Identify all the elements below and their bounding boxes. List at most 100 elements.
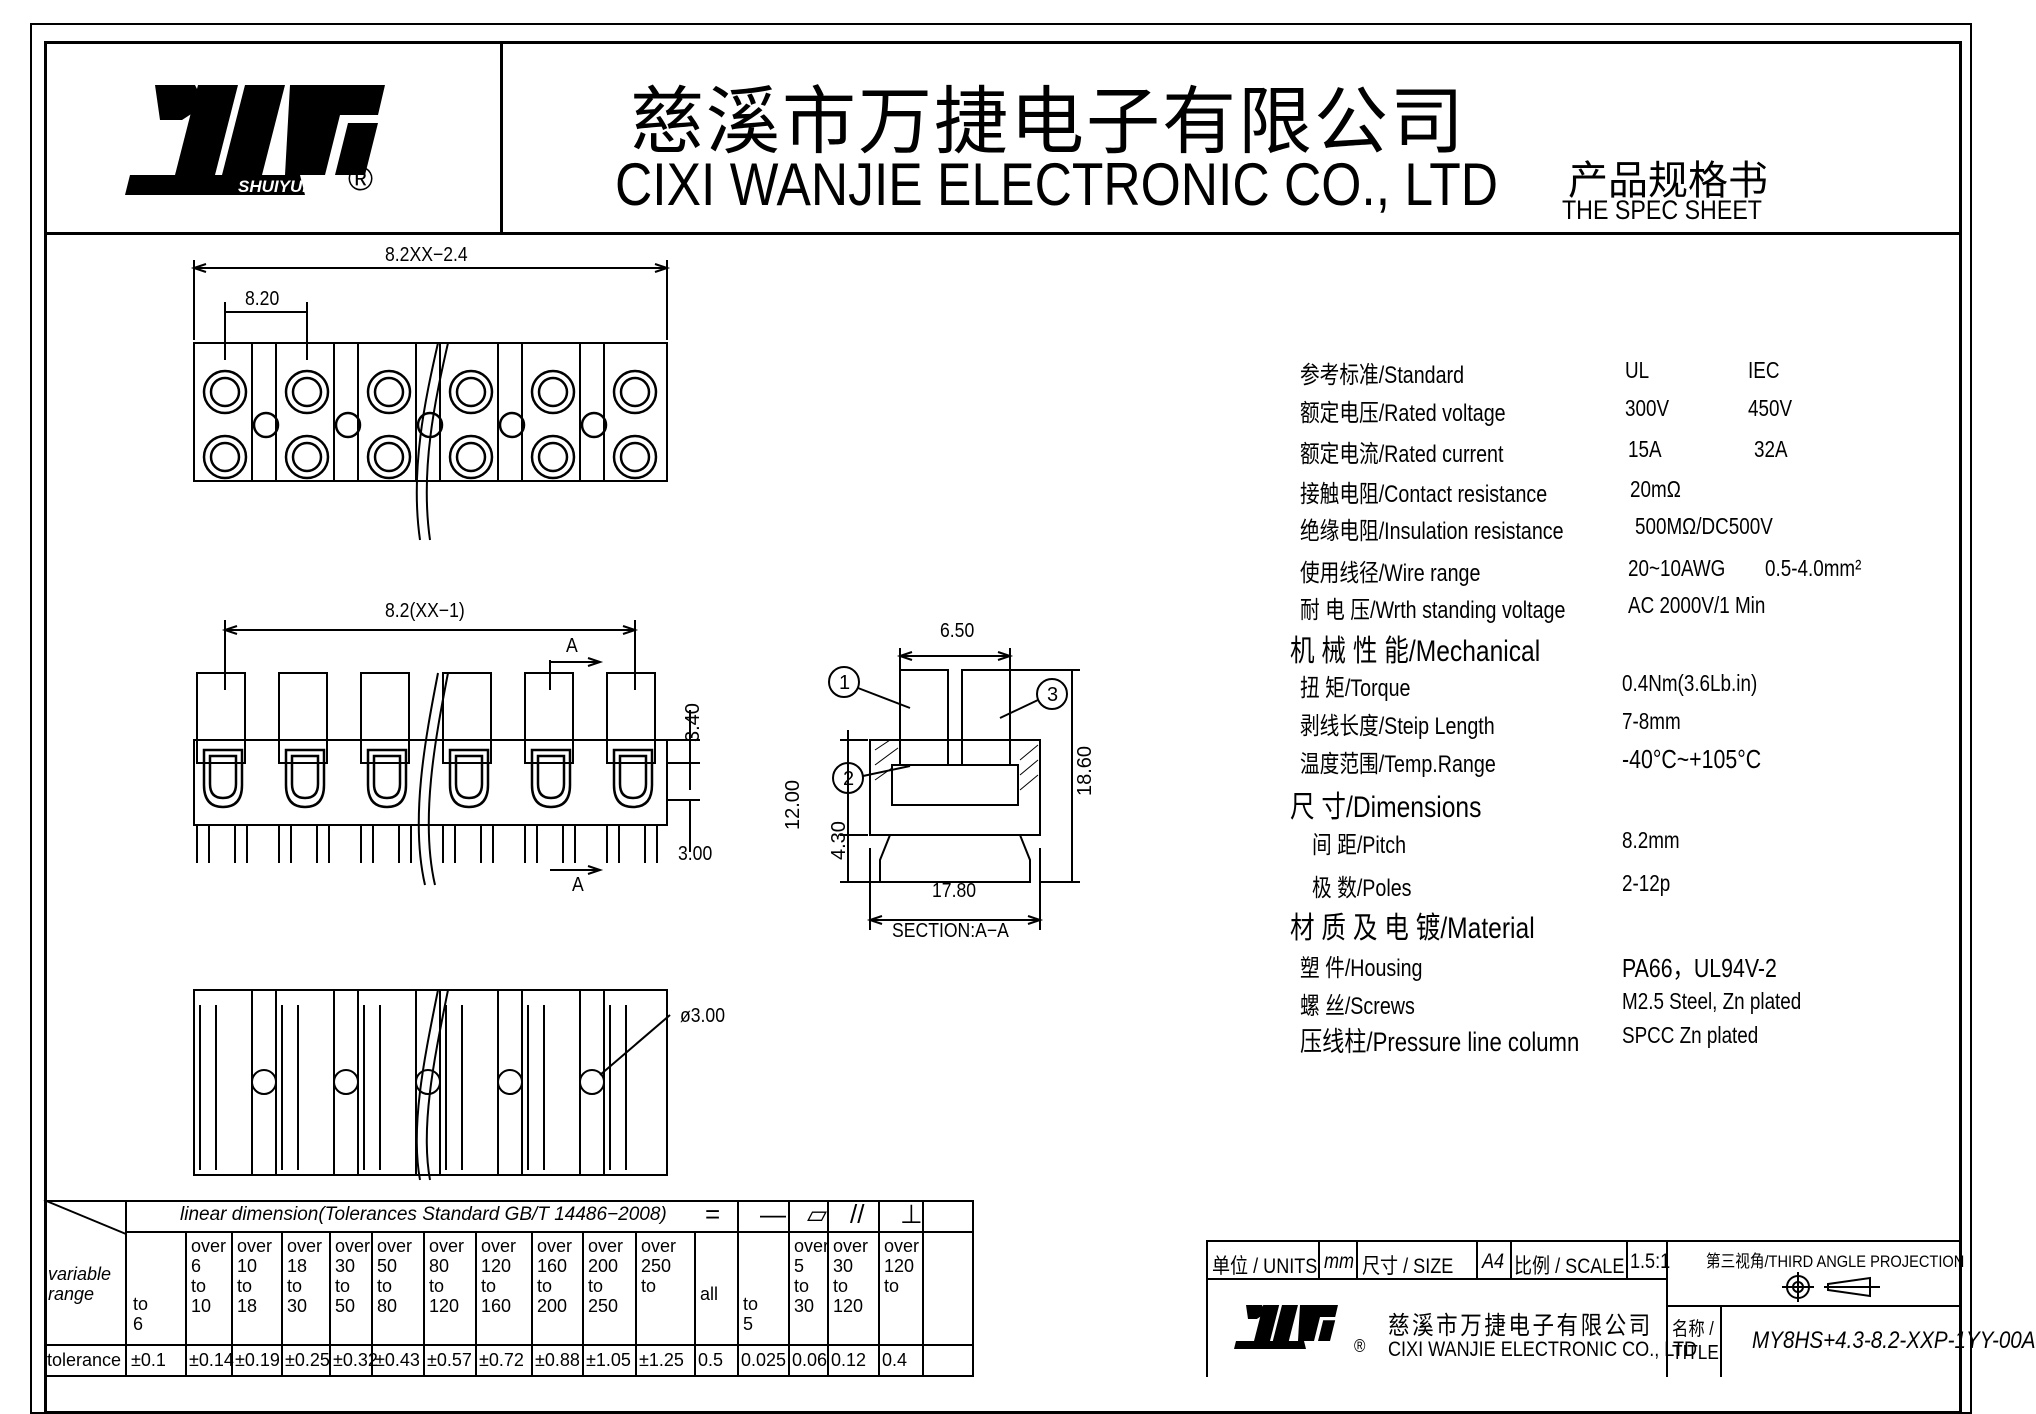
tol-range-text: over (335, 1236, 371, 1256)
spec-poles-label: 极 数/Poles (1312, 875, 1412, 902)
tol-range-text: to (481, 1276, 497, 1296)
tb-company-en: CIXI WANJIE ELECTRONIC CO., LTD (1388, 1338, 1698, 1361)
bottom-view-drawing (193, 989, 671, 1181)
dim-3-40: 3.40 (682, 703, 704, 742)
section-mark-bottom: A (572, 874, 584, 896)
tol-range-text: to (287, 1276, 303, 1296)
spec-torque-value: 0.4Nm(3.6Lb.in) (1622, 670, 1758, 696)
hole-diameter-dim: ø3.00 (680, 1005, 726, 1027)
tol-range-text: 10 (191, 1296, 212, 1316)
tol-range-text: over (884, 1236, 920, 1256)
spec-dimensions-heading: 尺 寸/Dimensions (1290, 791, 1482, 824)
tb-title-label-en: TITLE (1672, 1342, 1719, 1364)
spec-voltage-iec: 450V (1748, 395, 1793, 421)
tb-scale-value: 1.5:1 (1630, 1250, 1671, 1273)
spec-material-heading: 材 质 及 电 镀/Material (1290, 912, 1535, 945)
tol-range-text: 120 (833, 1296, 864, 1316)
section-mark-top: A (566, 635, 578, 657)
tol-range-label: variable range (48, 1264, 112, 1304)
registered-mark: ® (348, 160, 374, 198)
tol-range-text: 80 (429, 1256, 450, 1276)
tol-range-text: to (133, 1294, 149, 1314)
tol-range-text: 30 (287, 1296, 308, 1316)
tol-range-text: 6 (133, 1314, 144, 1334)
tol-value-cell: 0.06 (792, 1350, 828, 1370)
spec-pitch-label: 间 距/Pitch (1312, 832, 1407, 859)
tb-projection-label: 第三视角/THIRD ANGLE PROJECTION (1706, 1252, 1965, 1271)
tol-line-bottom (44, 1375, 974, 1377)
front-overall-dim: 8.2(XX−1) (385, 600, 465, 622)
top-view-drawing (190, 260, 671, 541)
spec-wire-awg: 20~10AWG (1628, 555, 1726, 581)
tb-registered-mark: ® (1354, 1336, 1366, 1356)
tb-units-value: mm (1324, 1250, 1355, 1273)
tol-col-sep (531, 1231, 533, 1377)
tol-value-cell: ±0.43 (375, 1350, 420, 1370)
callout-3: 3 (1047, 684, 1058, 706)
geo-tolerance-symbol: ▱ (807, 1199, 827, 1229)
spec-voltage-label: 额定电压/Rated voltage (1300, 400, 1506, 427)
tol-range-text: 6 (191, 1256, 202, 1276)
tol-range-text: to (884, 1276, 900, 1296)
geo-tolerance-symbol: = (705, 1199, 721, 1229)
tb-sep-1 (1318, 1240, 1320, 1278)
callout-2: 2 (843, 768, 854, 790)
tb-sep-3 (1476, 1240, 1478, 1278)
tol-range-text: over (537, 1236, 573, 1256)
dim-3-00: 3.00 (678, 843, 713, 865)
tol-range-text: over (481, 1236, 517, 1256)
tol-line-top (44, 1200, 974, 1202)
tol-value-cell: 0.4 (882, 1350, 908, 1370)
tb-sep-6 (1666, 1240, 1668, 1377)
spec-wire-mm: 0.5-4.0mm² (1765, 555, 1862, 581)
tol-range-text: 120 (429, 1296, 460, 1316)
tol-value-cell: ±0.57 (427, 1350, 472, 1370)
spec-mechanical-heading: 机 械 性 能/Mechanical (1290, 635, 1541, 668)
tol-col-sep (878, 1200, 880, 1377)
tb-sep-4 (1510, 1240, 1512, 1278)
dim-4-30: 4.30 (828, 821, 850, 860)
company-logo: SHUIYUNPU (125, 85, 385, 196)
spec-current-label: 额定电流/Rated current (1300, 441, 1504, 468)
tol-range-text: 5 (794, 1256, 805, 1276)
section-view-drawing: 1 2 3 (828, 648, 1080, 930)
tol-range-text: over (377, 1236, 413, 1256)
tol-line-tol (44, 1344, 974, 1346)
tol-value-cell: ±1.25 (639, 1350, 684, 1370)
tol-diagonal (43, 1199, 127, 1235)
tol-range-text: to (833, 1276, 849, 1296)
tol-col-sep (827, 1200, 829, 1377)
tol-col-sep (694, 1231, 696, 1377)
tol-value-cell: ±0.25 (285, 1350, 330, 1370)
tol-tolerance-label: tolerance (47, 1350, 122, 1370)
tb-size-value: A4 (1482, 1250, 1505, 1273)
tol-range-text: over (237, 1236, 273, 1256)
tol-range-text: 18 (287, 1256, 308, 1276)
geo-tolerance-symbol: ⊥ (900, 1199, 923, 1229)
tol-range-text: 250 (588, 1296, 619, 1316)
spec-poles-value: 2-12p (1622, 870, 1671, 896)
spec-temp-value: -40°C~+105°C (1622, 744, 1762, 774)
tol-range-text: 120 (884, 1256, 915, 1276)
top-pitch-dim: 8.20 (245, 288, 280, 310)
tb-line-proj (1666, 1305, 1962, 1307)
tol-range-text: 120 (481, 1256, 512, 1276)
tol-value-cell: ±0.72 (479, 1350, 524, 1370)
spec-strip-label: 剥线长度/Steip Length (1300, 713, 1495, 740)
tol-range-text: to (377, 1276, 393, 1296)
spec-wire-label: 使用线径/Wire range (1300, 560, 1481, 587)
section-label: SECTION:A−A (892, 920, 1009, 942)
tol-col-sep (423, 1231, 425, 1377)
tol-range-text: 18 (237, 1296, 258, 1316)
spec-standard-label: 参考标准/Standard (1300, 362, 1465, 389)
tol-range-text: 5 (743, 1314, 754, 1334)
tb-title-value: MY8HS+4.3-8.2-XXP-1YY-00A (1752, 1327, 2036, 1354)
